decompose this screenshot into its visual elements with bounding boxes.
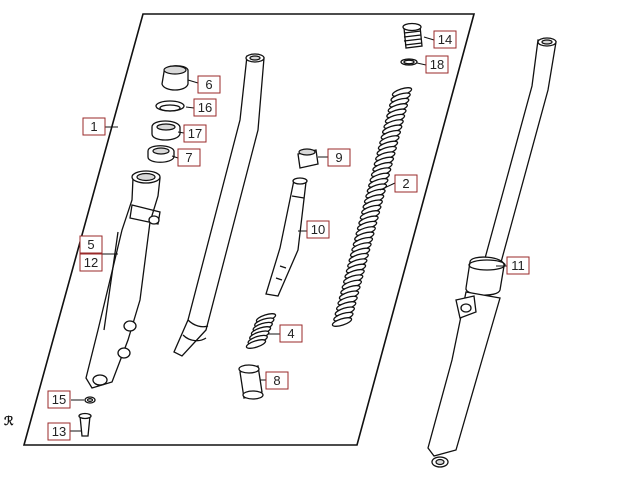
- callout-label: 13: [52, 424, 66, 439]
- callout-16: 16: [193, 98, 217, 117]
- callout-4: 4: [279, 324, 303, 343]
- callout-label: 8: [273, 373, 280, 388]
- fork-inner-tube: [173, 53, 265, 357]
- callout-label: 1: [90, 119, 97, 134]
- washer-part-15: [84, 396, 96, 404]
- callout-17: 17: [183, 124, 207, 143]
- spring-coil: [331, 317, 353, 327]
- callout-label: 17: [188, 126, 202, 141]
- spring-coil: [245, 339, 267, 349]
- oil-seal-part-6: [161, 65, 189, 91]
- callout-2: 2: [394, 174, 418, 193]
- callout-15: 15: [47, 390, 71, 409]
- o-ring-part-18: [400, 58, 418, 66]
- callout-1: 1: [82, 117, 106, 136]
- leader-lines: [70, 36, 507, 432]
- callout-9: 9: [327, 148, 351, 167]
- callout-13: 13: [47, 422, 71, 441]
- damper-rod-part-10: [265, 177, 308, 297]
- callout-label: 6: [205, 77, 212, 92]
- callout-label: 11: [511, 258, 525, 273]
- fork-spring-part-2: [331, 87, 413, 327]
- callout-label: 10: [311, 222, 325, 237]
- seal-part-17: [151, 120, 181, 141]
- callout-7: 7: [177, 148, 201, 167]
- callout-18: 18: [425, 55, 449, 74]
- callout-12: 12: [79, 253, 103, 272]
- callout-label: 9: [335, 150, 342, 165]
- callout-label: 5: [87, 237, 94, 252]
- oil-lock-piece-8: [238, 364, 264, 400]
- callout-label: 12: [84, 255, 98, 270]
- callout-label: 18: [430, 57, 444, 72]
- callout-6: 6: [197, 75, 221, 94]
- callout-label: 15: [52, 392, 66, 407]
- fork-assembly-part-11: [427, 37, 557, 468]
- fork-lower-leg: [85, 170, 161, 389]
- bolt-part-13: [78, 412, 92, 437]
- callout-label: 2: [402, 176, 409, 191]
- callout-5: 5: [79, 235, 103, 254]
- callout-11: 11: [506, 256, 530, 275]
- top-cap-part-14: [402, 22, 423, 49]
- bushing-part-9: [297, 148, 319, 169]
- assembly-frame: [22, 13, 476, 446]
- callout-label: 4: [287, 326, 294, 341]
- callout-10: 10: [306, 220, 330, 239]
- callout-8: 8: [265, 371, 289, 390]
- rebound-spring-part-4: [245, 313, 277, 349]
- snap-ring-part-16: [155, 100, 185, 112]
- callout-label: 14: [438, 32, 452, 47]
- callout-label: 16: [198, 100, 212, 115]
- callout-label: 7: [185, 150, 192, 165]
- callout-14: 14: [433, 30, 457, 49]
- corner-mark: ℛ: [4, 414, 14, 428]
- washer-part-7: [147, 145, 175, 163]
